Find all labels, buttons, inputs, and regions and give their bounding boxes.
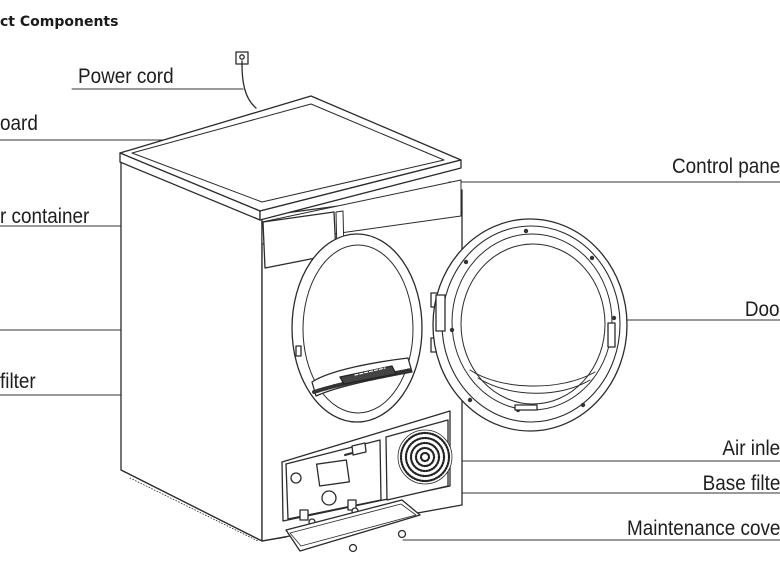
- label-door: Doo: [745, 298, 780, 321]
- label-air-inlet: Air inle: [722, 437, 780, 460]
- open-door: [432, 218, 628, 432]
- power-cord: [235, 51, 257, 109]
- label-power-cord: Power cord: [78, 65, 174, 88]
- label-maintenance-cover: Maintenance cove: [626, 517, 780, 540]
- air-inlet-grille: [385, 419, 453, 501]
- label-control-panel: Control pane: [671, 155, 780, 178]
- lint-filter: [311, 357, 413, 397]
- label-container: r container: [0, 205, 90, 228]
- section-heading: ct Components: [0, 14, 119, 30]
- label-filter: filter: [0, 370, 36, 393]
- label-base-filter: Base filte: [702, 472, 780, 495]
- maintenance-cover-panel: [285, 499, 421, 553]
- label-board: oard: [0, 112, 38, 135]
